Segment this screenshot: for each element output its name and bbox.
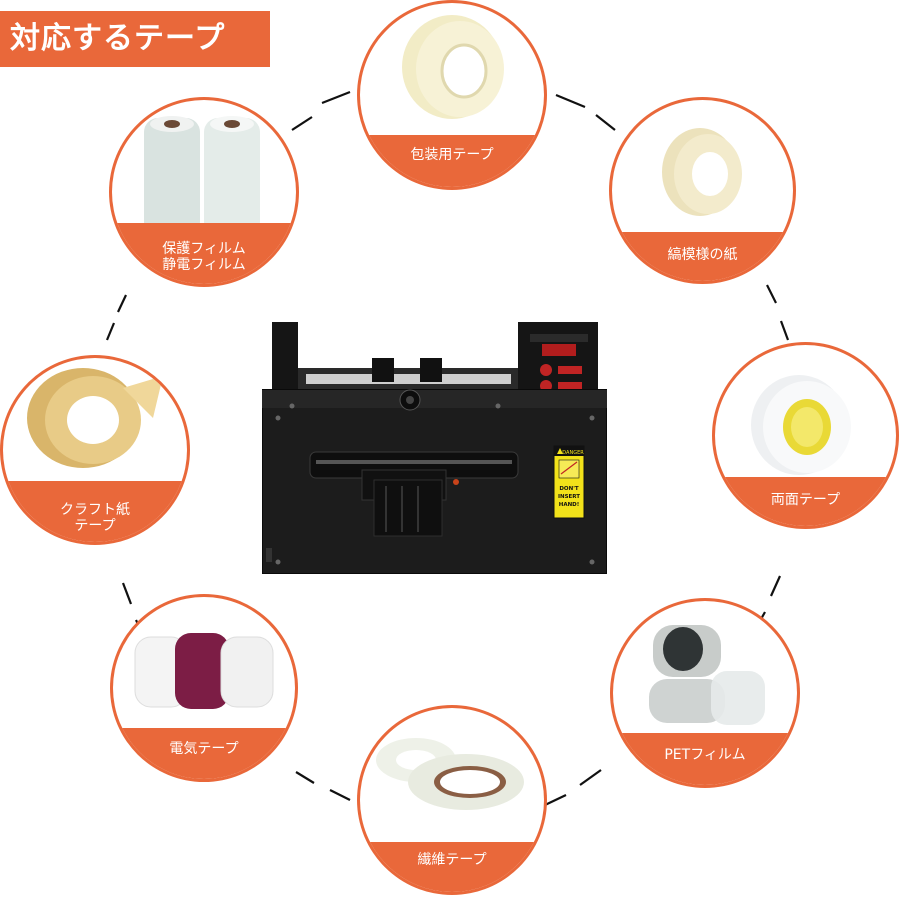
warning-line-3: HAND! [559,502,580,508]
electrical-tape-image [134,633,274,709]
control-panel [530,334,588,342]
tape-circle-pet-film: PETフィルム [610,598,800,788]
warning-header: DANGER [562,450,584,456]
tape-label-kraft-line2: テープ [74,518,116,534]
digital-display [542,344,576,356]
double-sided-tape-image [751,375,851,475]
page-title: 対応するテープ [0,11,270,67]
protective-film-image [144,116,260,236]
panel-button-1 [540,364,552,376]
tape-circle-double-sided: 両面テープ [712,342,899,529]
tape-label-protective-line1: 保護フィルム [162,241,246,257]
pet-film-image [649,625,765,725]
tape-label-protective-line2: 静電フィルム [162,257,246,273]
tape-label-electrical: 電気テープ [169,741,239,757]
tape-label-kraft-line1: クラフト紙 [60,502,130,518]
tape-label-fiber: 繊維テープ [417,852,487,868]
tape-outlet [373,479,443,537]
tape-circle-protective: 保護フィルム 静電フィルム [109,97,299,287]
tape-circle-packaging: 包装用テープ [357,0,547,190]
tape-label-pet-film: PETフィルム [664,747,746,763]
tape-label-packaging: 包装用テープ [410,147,494,163]
tape-circle-fiber: 繊維テープ [357,705,547,895]
tape-circle-electrical: 電気テープ [110,594,298,782]
danger-warning-sticker: DANGER DON'T INSERT HAND! [553,445,585,519]
kraft-tape-image [27,368,163,468]
masking-tape-image [662,128,742,216]
tape-label-masking: 縞模様の紙 [667,247,738,263]
warning-line-1: DON'T [559,486,579,492]
tape-dispenser-machine: DANGER DON'T INSERT HAND! [262,322,607,574]
tape-circle-masking: 縞模様の紙 [609,97,796,284]
tape-circle-kraft: クラフト紙 テープ [0,355,190,545]
warning-line-2: INSERT [558,494,580,500]
fiber-tape-image [376,738,524,810]
packaging-tape-image [402,15,504,119]
tape-label-double-sided: 両面テープ [770,492,841,508]
